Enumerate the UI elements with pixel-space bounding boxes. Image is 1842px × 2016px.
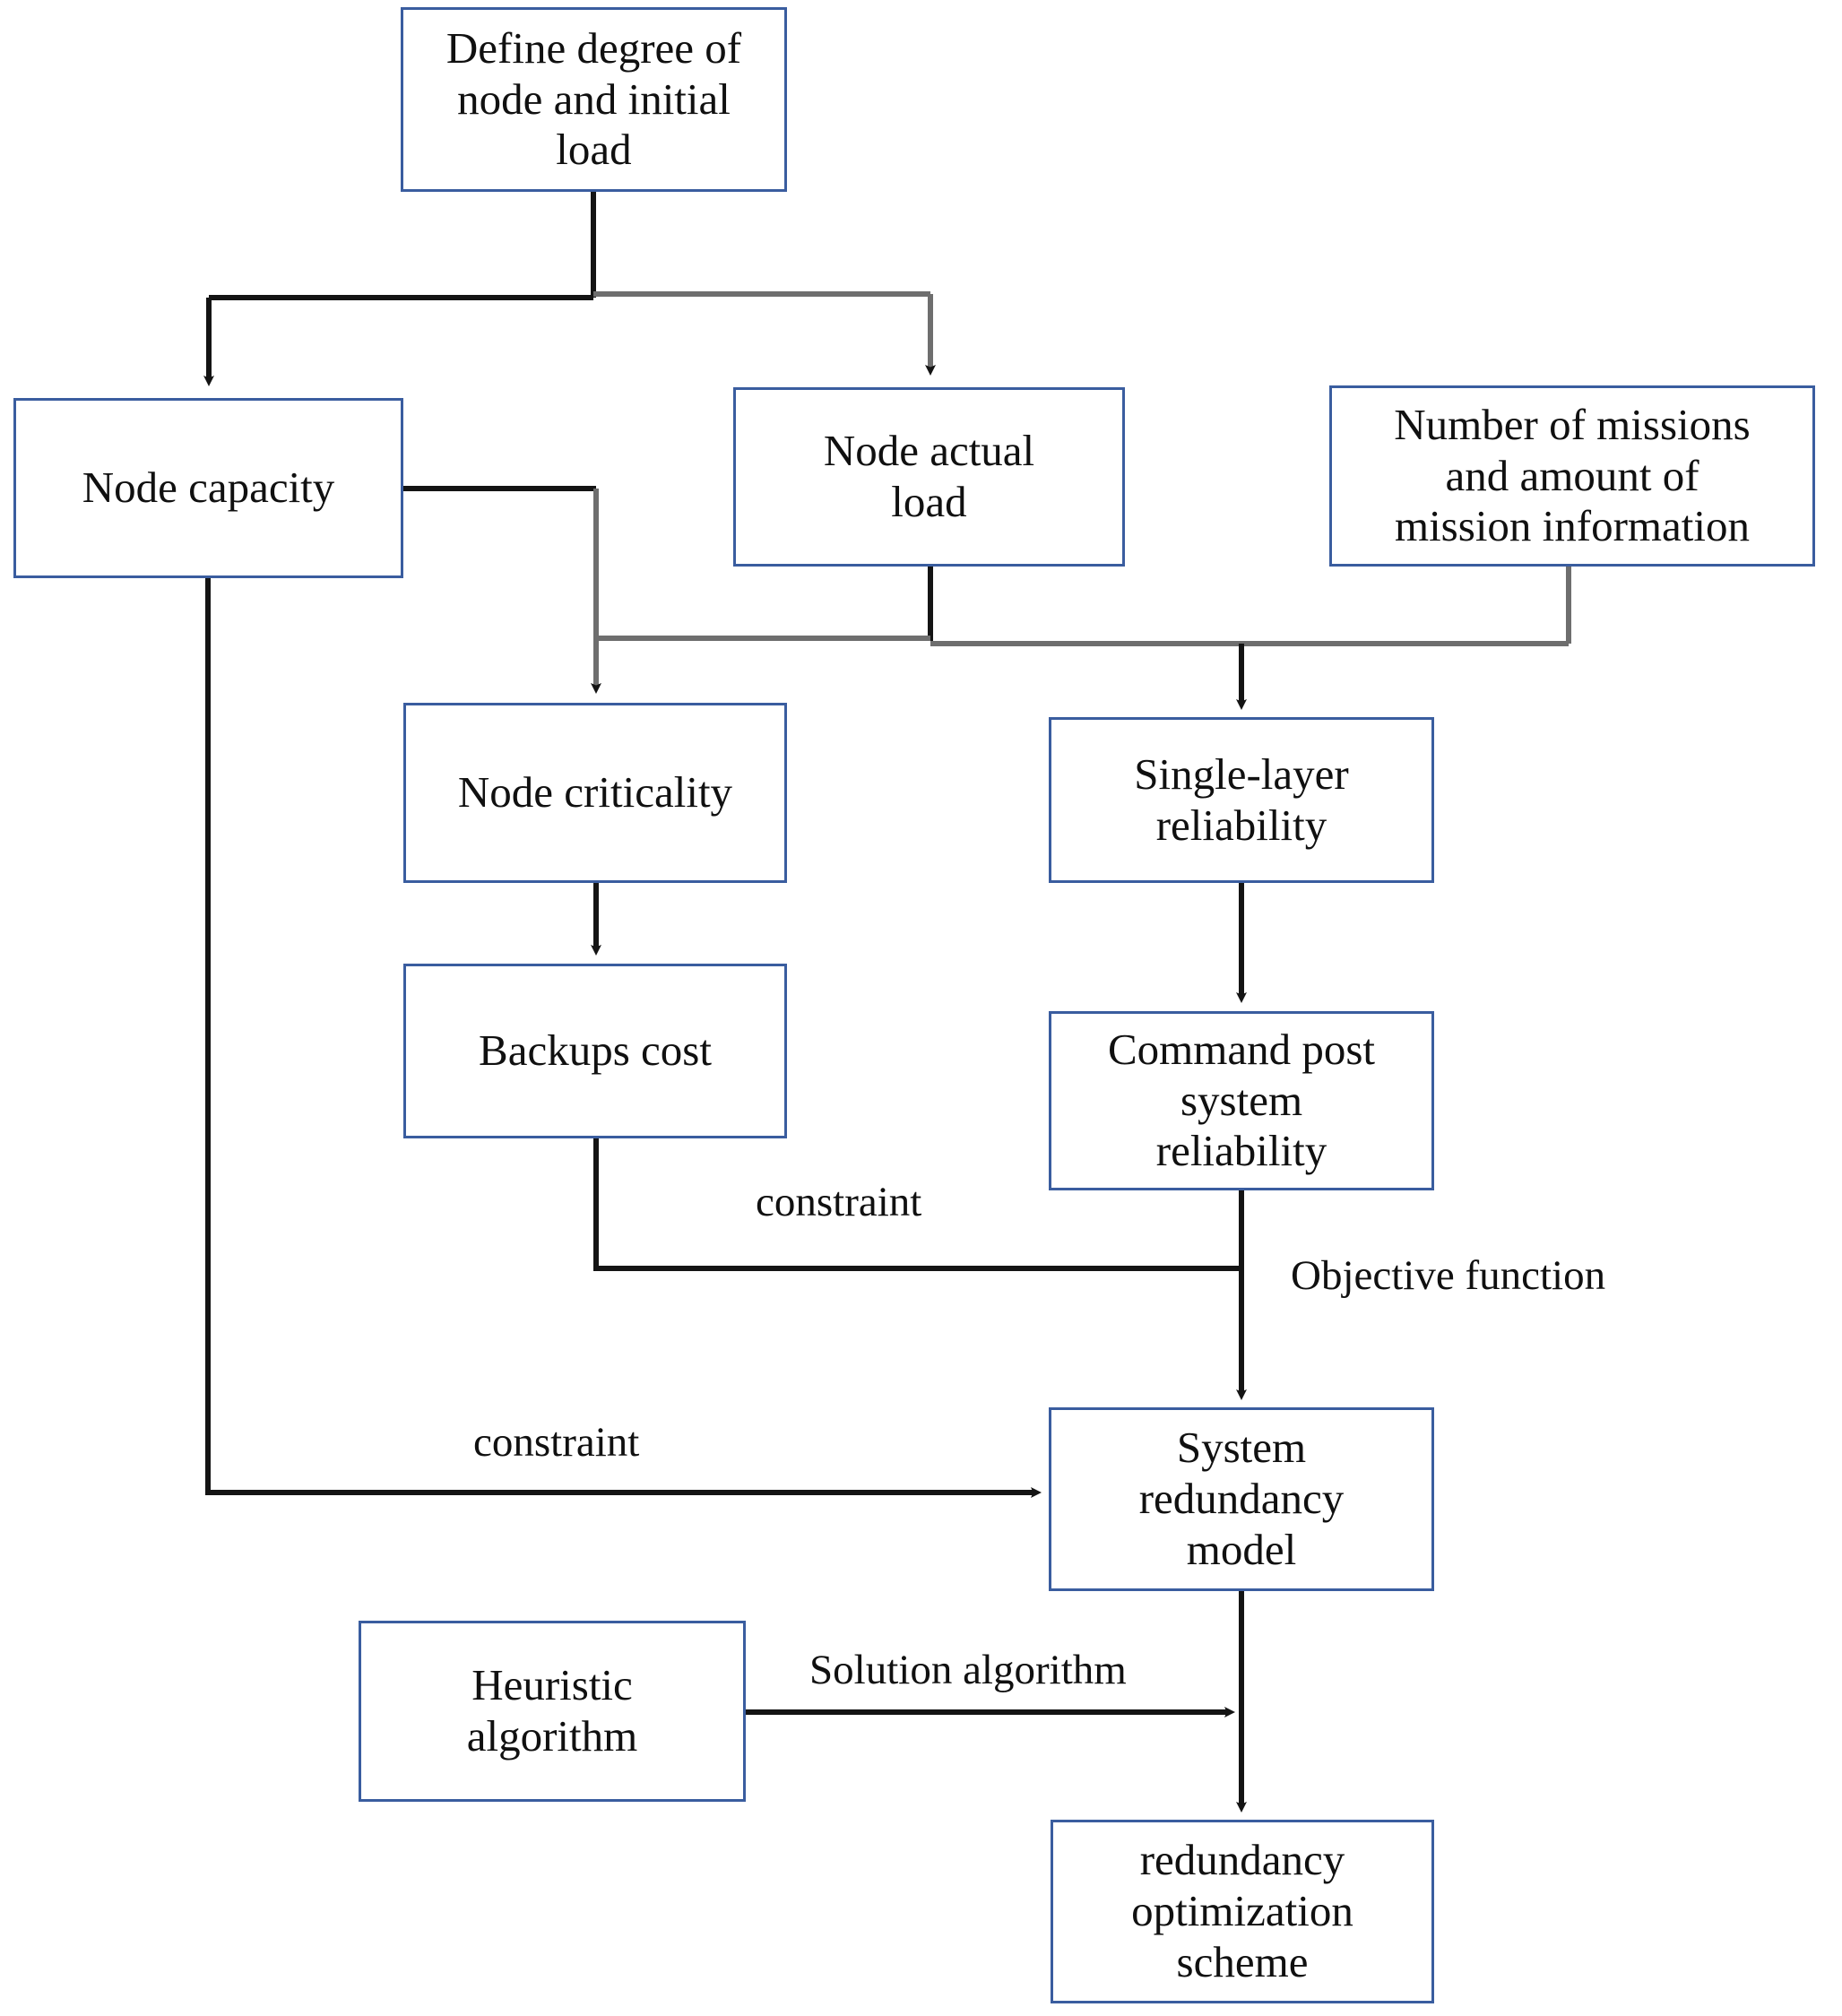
edge-label-solution-algorithm: Solution algorithm: [809, 1647, 1127, 1693]
node-backups-cost-label: Backups cost: [479, 1025, 712, 1076]
node-single-layer-reliability-label: Single-layer reliability: [1134, 748, 1349, 850]
node-define-degree-label: Define degree of node and initial load: [445, 22, 742, 175]
edge-label-constraint-capacity: constraint: [473, 1419, 640, 1466]
node-system-redundancy-model-label: System redundancy model: [1138, 1423, 1345, 1574]
node-system-redundancy-model[interactable]: System redundancy model: [1049, 1407, 1434, 1591]
node-node-criticality-label: Node criticality: [457, 767, 733, 818]
node-number-of-missions-label: Number of missions and amount of mission…: [1394, 399, 1751, 551]
node-command-post-system-reliability[interactable]: Command post system reliability: [1049, 1011, 1434, 1190]
node-single-layer-reliability[interactable]: Single-layer reliability: [1049, 717, 1434, 883]
node-backups-cost[interactable]: Backups cost: [403, 964, 787, 1138]
node-node-capacity[interactable]: Node capacity: [13, 398, 403, 578]
node-redundancy-optimization-scheme-label: redundancy optimization scheme: [1131, 1835, 1353, 1986]
node-heuristic-algorithm[interactable]: Heuristic algorithm: [359, 1621, 746, 1802]
edge-label-objective-function: Objective function: [1291, 1252, 1606, 1299]
node-node-criticality[interactable]: Node criticality: [403, 703, 787, 883]
node-command-post-system-reliability-label: Command post system reliability: [1107, 1024, 1376, 1176]
node-node-actual-load-label: Node actual load: [823, 426, 1035, 526]
node-redundancy-optimization-scheme[interactable]: redundancy optimization scheme: [1051, 1820, 1434, 2003]
node-node-actual-load[interactable]: Node actual load: [733, 387, 1125, 567]
edge-label-constraint-backups: constraint: [756, 1179, 922, 1225]
node-heuristic-algorithm-label: Heuristic algorithm: [466, 1660, 638, 1761]
node-number-of-missions[interactable]: Number of missions and amount of mission…: [1329, 385, 1815, 567]
node-node-capacity-label: Node capacity: [82, 463, 335, 513]
node-define-degree[interactable]: Define degree of node and initial load: [401, 7, 787, 192]
